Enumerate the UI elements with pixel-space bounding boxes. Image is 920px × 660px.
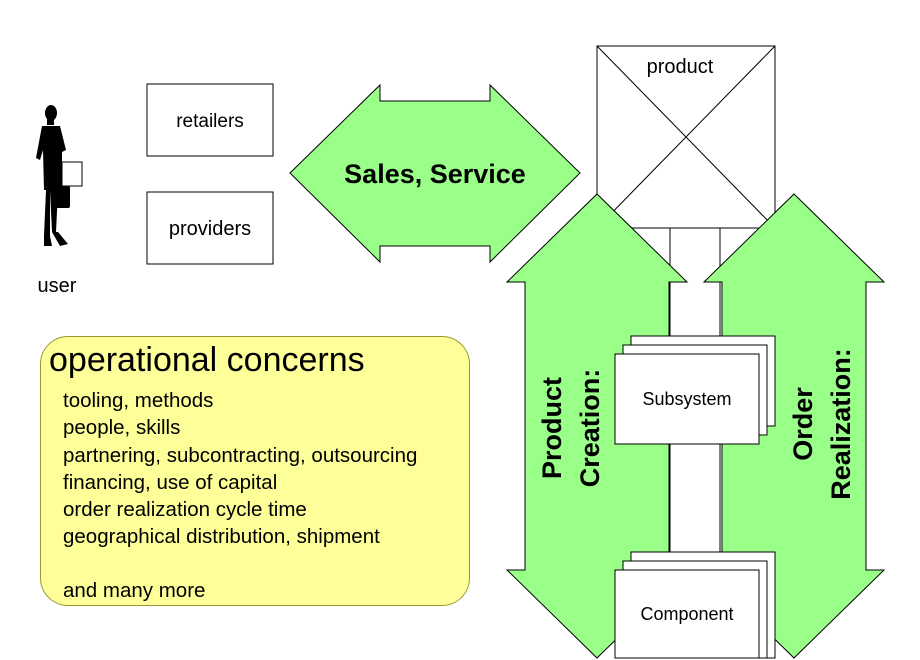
- order-realization-arrow: [702, 193, 886, 659]
- concern-item: order realization cycle time: [63, 498, 307, 522]
- operational-concerns-title: operational concerns: [49, 341, 365, 379]
- product-box: [596, 45, 776, 229]
- concern-item: tooling, methods: [63, 389, 214, 412]
- retailers-label: retailers: [176, 111, 244, 132]
- product-creation-line1: Product: [537, 377, 567, 479]
- concern-item: partnering, subcontracting, outsourcing: [63, 443, 418, 467]
- component-stack: [614, 551, 776, 659]
- sales-service-label: Sales, Service: [344, 159, 526, 189]
- subsystem-stack: [614, 335, 776, 445]
- providers-label: providers: [169, 218, 251, 240]
- concern-item: people, skills: [63, 416, 181, 440]
- concerns-and-many-more: and many more: [63, 579, 206, 602]
- retailers-box: [146, 83, 274, 157]
- component-label: Component: [640, 604, 733, 624]
- user-label: user: [38, 275, 77, 297]
- operational-concerns-list: tooling, methods people, skills partneri…: [63, 387, 417, 551]
- subsystem-label: Subsystem: [642, 389, 731, 409]
- concern-item: financing, use of capital: [63, 470, 278, 494]
- order-realization-line1: Order: [788, 387, 818, 461]
- product-creation-line2: Creation:: [575, 369, 605, 488]
- sales-service-arrow: [289, 83, 581, 264]
- order-realization-line2: Realization:: [826, 348, 856, 500]
- operational-concerns-panel: operational concerns tooling, methods pe…: [40, 336, 470, 606]
- providers-box: [146, 191, 274, 265]
- concern-item: geographical distribution, shipment: [63, 525, 380, 549]
- businesswoman-silhouette-icon: [36, 105, 83, 246]
- product-label: product: [647, 56, 714, 78]
